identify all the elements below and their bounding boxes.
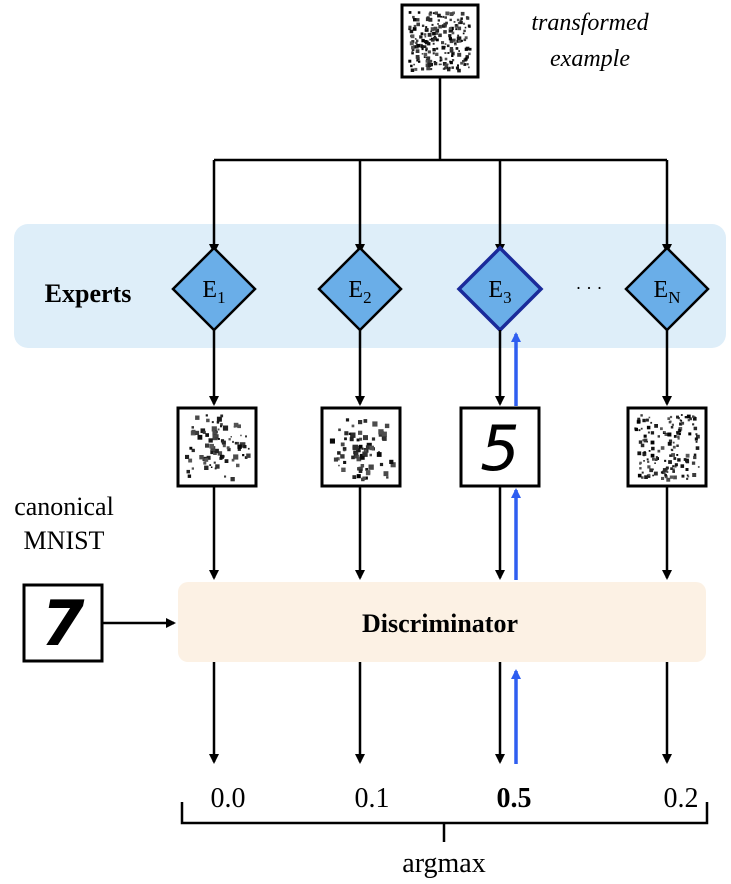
- expert-e3-letter: E: [488, 277, 503, 303]
- expert-en-subscript: N: [668, 288, 680, 307]
- output-image-1: [176, 406, 258, 488]
- canonical-mnist-image: 7: [22, 583, 104, 663]
- svg-text:E2: E2: [348, 277, 371, 307]
- canonical-label-line1: canonical: [14, 492, 114, 521]
- svg-text:E3: E3: [488, 277, 511, 307]
- argmax-label: argmax: [402, 848, 485, 879]
- canonical-digit-seven: 7: [41, 587, 85, 660]
- score-e2: 0.1: [355, 783, 390, 814]
- expert-e1-subscript: 1: [217, 288, 226, 307]
- discriminator-label: Discriminator: [362, 609, 518, 638]
- argmax-bracket: [180, 802, 709, 842]
- output-image-2: [320, 406, 402, 488]
- output-image-3: 5: [459, 406, 541, 488]
- distribution-lines: [209, 77, 672, 254]
- discriminator-score-arrows: [209, 662, 672, 764]
- score-e1: 0.0: [211, 783, 246, 814]
- expert-en-letter: E: [654, 277, 669, 303]
- expert-e2: E2: [317, 246, 403, 332]
- score-e3: 0.5: [497, 783, 532, 814]
- expert-e2-subscript: 2: [363, 288, 372, 307]
- transformed-example-image: [400, 3, 480, 79]
- discriminator-band: [178, 582, 706, 662]
- svg-text:EN: EN: [654, 277, 681, 307]
- svg-text:E1: E1: [202, 277, 225, 307]
- canonical-label-line2: MNIST: [24, 526, 105, 555]
- output-image-4: [626, 406, 708, 488]
- expert-e2-letter: E: [348, 277, 363, 303]
- experts-label: Experts: [45, 279, 132, 308]
- expert-output-arrows: [209, 330, 672, 406]
- transformed-example-caption-line1: transformed: [531, 10, 649, 36]
- expert-e1-letter: E: [202, 277, 217, 303]
- experts-ellipsis: · · ·: [576, 278, 603, 298]
- output-digit-five: 5: [480, 412, 519, 485]
- transformed-example-caption-line2: example: [550, 46, 630, 72]
- output-discriminator-arrows: [209, 486, 672, 580]
- expert-e3-subscript: 3: [503, 288, 512, 307]
- expert-e1: E1: [171, 246, 257, 332]
- score-en: 0.2: [664, 783, 699, 814]
